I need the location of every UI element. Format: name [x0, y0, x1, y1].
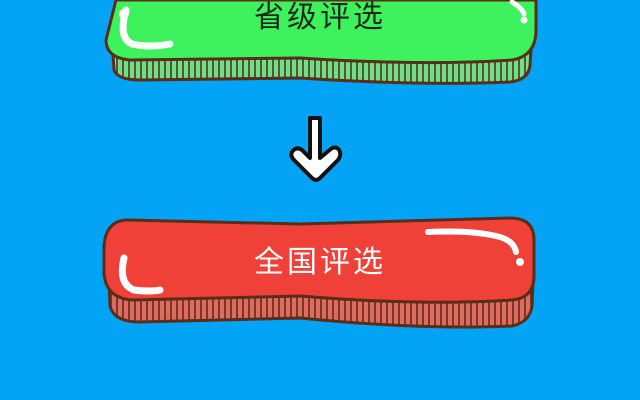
provincial-button-label[interactable]: 省级评选: [254, 0, 386, 35]
national-button-label[interactable]: 全国评选: [254, 245, 386, 280]
